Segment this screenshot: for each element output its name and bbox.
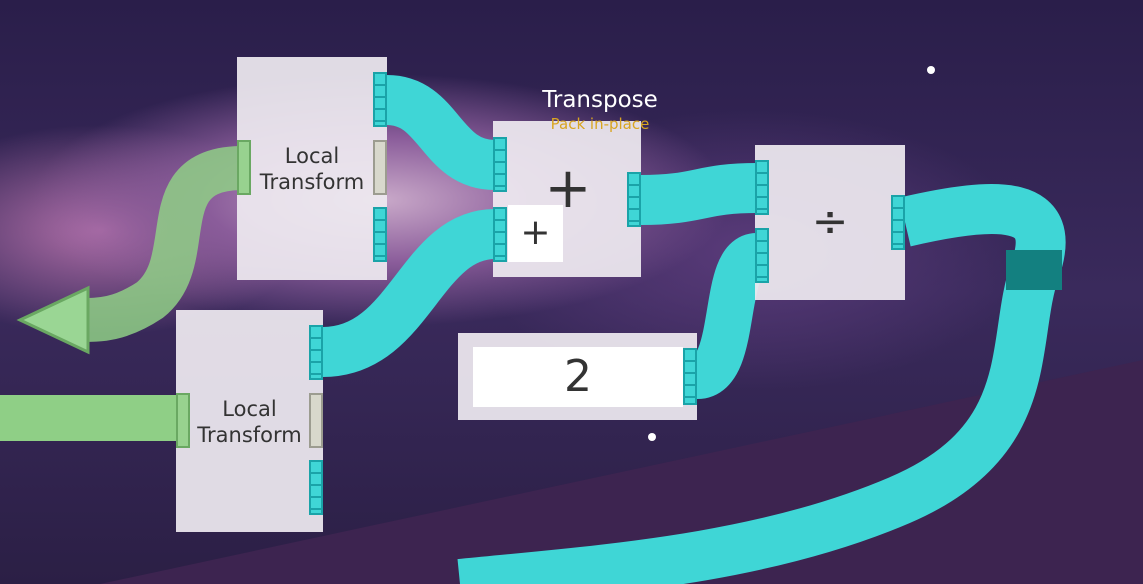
teal-wire-lt1-to-add[interactable] <box>384 75 498 190</box>
input-port[interactable] <box>755 228 769 283</box>
inner-add-box[interactable]: + <box>508 205 563 262</box>
teal-wire-divide-output[interactable] <box>457 184 1066 584</box>
output-port[interactable] <box>373 207 387 262</box>
node-label: Local Transform <box>197 397 302 447</box>
output-port[interactable] <box>309 325 323 380</box>
wire-connector[interactable] <box>1006 250 1062 290</box>
tooltip-title: Transpose <box>542 87 658 113</box>
inner-plus-symbol: + <box>520 212 551 253</box>
output-port[interactable] <box>373 140 387 195</box>
number-value: 2 <box>564 351 592 402</box>
star <box>648 433 656 441</box>
input-port[interactable] <box>493 137 507 192</box>
input-port[interactable] <box>493 207 507 262</box>
number-node[interactable]: 2 <box>458 333 697 420</box>
star <box>927 66 935 74</box>
local-transform-node-2[interactable]: Local Transform <box>176 310 323 532</box>
output-port[interactable] <box>309 393 323 448</box>
input-port[interactable] <box>237 140 251 195</box>
teal-wire-number-to-divide[interactable] <box>691 233 765 399</box>
output-port[interactable] <box>627 172 641 227</box>
tooltip-subtitle: Pack in-place <box>550 115 650 133</box>
node-label: Local Transform <box>259 144 365 194</box>
add-node[interactable]: + + <box>493 121 641 277</box>
teal-wire-add-to-divide[interactable] <box>640 163 758 225</box>
divide-node[interactable]: ÷ <box>755 145 905 300</box>
output-port[interactable] <box>373 72 387 127</box>
teal-wire-lt2-to-add[interactable] <box>321 209 498 377</box>
input-port[interactable] <box>176 393 190 448</box>
number-field[interactable]: 2 <box>473 347 683 407</box>
green-wire-output[interactable] <box>79 146 242 342</box>
output-port[interactable] <box>683 348 697 405</box>
green-arrow-head <box>16 285 90 355</box>
divide-symbol: ÷ <box>811 196 849 247</box>
local-transform-node-1[interactable]: Local Transform <box>237 57 387 280</box>
output-port[interactable] <box>891 195 905 250</box>
output-port[interactable] <box>309 460 323 515</box>
input-port[interactable] <box>755 160 769 215</box>
